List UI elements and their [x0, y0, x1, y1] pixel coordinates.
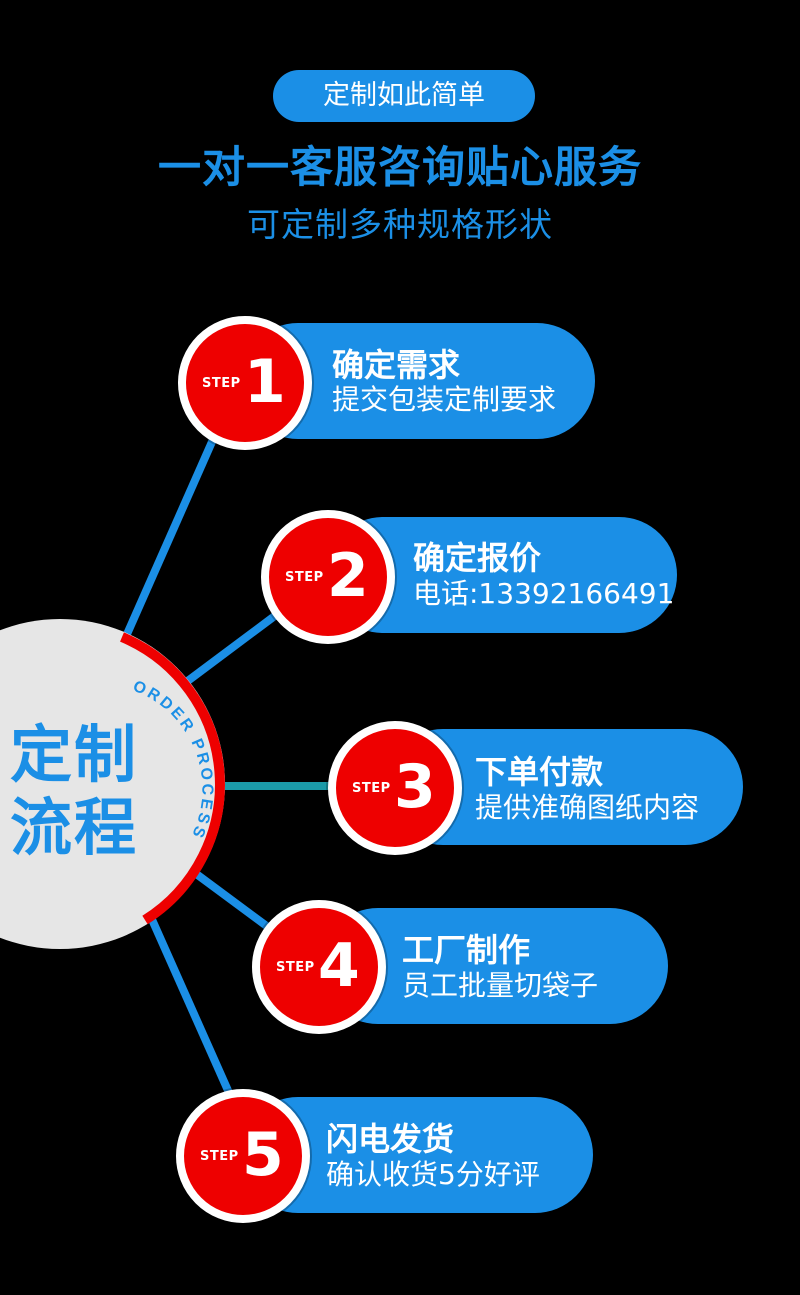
step-1-word: STEP: [202, 376, 241, 391]
step-2-number: 2: [327, 541, 369, 611]
hub-title-line1: 定制: [10, 718, 139, 791]
step-4-title: 工厂制作: [402, 931, 531, 969]
step-2-circle: STEP 2: [261, 510, 395, 644]
step-3-desc: 提供准确图纸内容: [475, 791, 700, 824]
step-3-number: 3: [394, 752, 436, 822]
connector-step-1: [116, 433, 219, 652]
step-5-circle: STEP 5: [176, 1089, 310, 1223]
connector-step-2: [182, 608, 283, 687]
step-1-number: 1: [244, 347, 286, 417]
step-5-title: 闪电发货: [326, 1120, 455, 1158]
connector-step-4: [192, 869, 275, 934]
step-1-title: 确定需求: [332, 346, 461, 384]
step-4-word: STEP: [276, 960, 315, 975]
subline: 可定制多种规格形状: [247, 205, 553, 244]
step-4-circle: STEP 4: [252, 900, 386, 1034]
step-4-number: 4: [318, 931, 360, 1001]
step-3-word: STEP: [352, 781, 391, 796]
step-5-number: 5: [242, 1120, 284, 1190]
header-badge: 定制如此简单: [273, 70, 535, 122]
step-1-desc: 提交包装定制要求: [332, 383, 557, 416]
step-5-word: STEP: [200, 1149, 239, 1164]
step-2-title: 确定报价: [413, 539, 542, 577]
step-1-circle: STEP 1: [178, 316, 312, 450]
step-3-title: 下单付款: [475, 753, 604, 791]
hub-red-arc: [120, 632, 225, 925]
connector-step-5: [146, 913, 234, 1097]
step-4-desc: 员工批量切袋子: [402, 969, 599, 1002]
hub-title-line2: 流程: [10, 791, 139, 864]
step-2-word: STEP: [285, 570, 324, 585]
step-5-desc: 确认收货5分好评: [326, 1158, 540, 1191]
headline: 一对一客服咨询贴心服务: [158, 143, 642, 193]
step-2-desc: 电话:13392166491: [413, 577, 675, 610]
step-3-circle: STEP 3: [328, 721, 462, 855]
hub-circle: [0, 619, 225, 949]
